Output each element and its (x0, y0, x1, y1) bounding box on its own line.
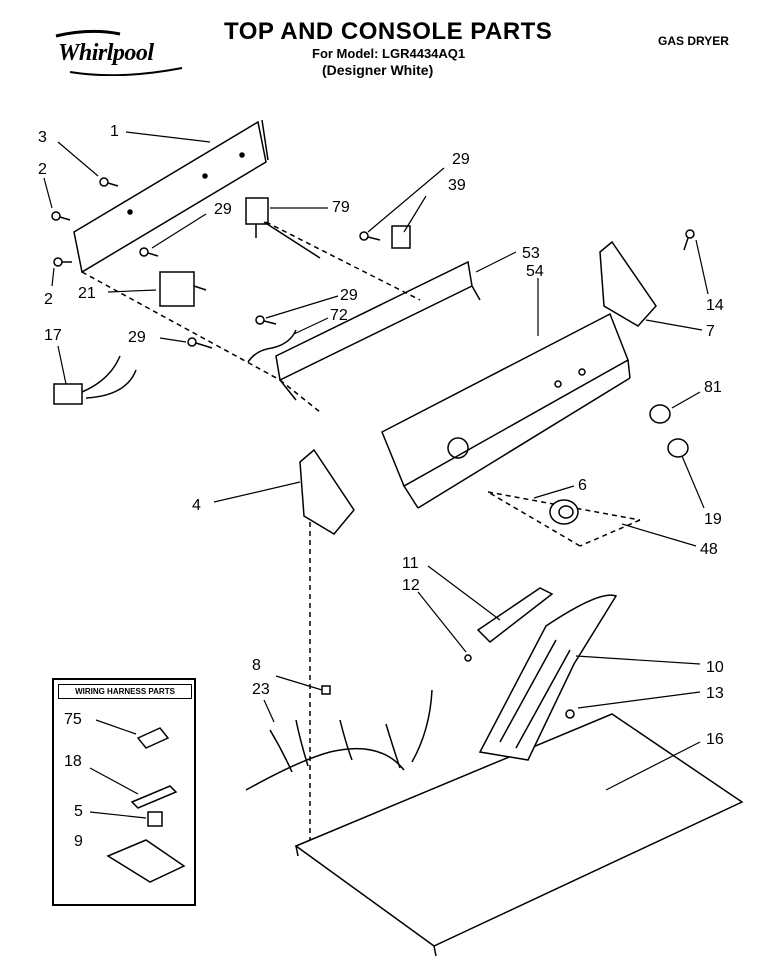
part-6-knob[interactable] (549, 499, 579, 525)
callout-39: 39 (448, 177, 466, 194)
callout-48: 48 (700, 541, 718, 558)
callout-81: 81 (704, 379, 722, 396)
screw-part-29c[interactable] (255, 315, 277, 325)
callout-6: 6 (578, 477, 587, 494)
part-81-knob[interactable] (649, 404, 671, 424)
callout-29d: 29 (128, 329, 146, 346)
part-48-console[interactable] (381, 312, 631, 509)
part-17-connector[interactable] (53, 355, 137, 405)
screw-part-2b[interactable] (53, 257, 72, 267)
callout-12: 12 (402, 577, 420, 594)
product-type: GAS DRYER (658, 34, 729, 48)
callout-3: 3 (38, 129, 47, 146)
callout-54: 54 (526, 263, 544, 280)
callout-11: 11 (402, 555, 419, 572)
part-79-switch[interactable] (245, 197, 321, 259)
callout-10: 10 (706, 659, 724, 676)
model-number: For Model: LGR4434AQ1 (312, 46, 466, 61)
part-control-panel[interactable] (73, 119, 269, 274)
wiring-harness-title: WIRING HARNESS PARTS (58, 684, 192, 699)
part-12-screw[interactable] (464, 654, 472, 662)
callout-9: 9 (74, 833, 83, 850)
callout-1: 1 (110, 123, 119, 140)
callout-29b: 29 (452, 151, 470, 168)
callout-72: 72 (330, 307, 348, 324)
part-39[interactable] (391, 225, 411, 249)
screw-part-2a[interactable] (51, 211, 71, 221)
whirlpool-logo (50, 28, 190, 77)
callout-13: 13 (706, 685, 724, 702)
callout-14: 14 (706, 297, 724, 314)
callout-5: 5 (74, 803, 83, 820)
callout-29c: 29 (340, 287, 358, 304)
screw-part-29d[interactable] (187, 337, 213, 349)
callout-18: 18 (64, 753, 82, 770)
part-18-terminal[interactable] (130, 785, 178, 809)
part-11-filter[interactable] (476, 587, 554, 643)
callout-8: 8 (252, 657, 261, 674)
part-19-knob[interactable] (667, 438, 689, 458)
callout-4: 4 (192, 497, 201, 514)
callout-2a: 2 (38, 161, 47, 178)
logo-swoosh-icon (55, 29, 183, 77)
brand-name: Whirlpool (58, 40, 154, 66)
callout-2b: 2 (44, 291, 53, 308)
part-16-top[interactable] (294, 713, 744, 957)
part-8-clip[interactable] (321, 685, 331, 695)
callout-23: 23 (252, 681, 270, 698)
screw-part-14[interactable] (683, 229, 695, 251)
callout-79: 79 (332, 199, 350, 216)
part-72-harness[interactable] (247, 329, 297, 363)
page-title: TOP AND CONSOLE PARTS (224, 18, 553, 45)
screw-part-13[interactable] (565, 709, 575, 719)
callout-7: 7 (706, 323, 715, 340)
part-23-harness[interactable] (245, 689, 433, 791)
wiring-harness-panel (52, 678, 196, 906)
model-variant: (Designer White) (322, 62, 434, 78)
callout-17: 17 (44, 327, 62, 344)
part-4-endcap[interactable] (299, 448, 355, 535)
part-7-endcap[interactable] (599, 240, 657, 327)
part-5-connector[interactable] (147, 811, 163, 827)
part-21-timer[interactable] (159, 271, 207, 307)
screw-part-29b[interactable] (359, 231, 381, 241)
callout-75: 75 (64, 711, 82, 728)
callout-21: 21 (78, 285, 96, 302)
callout-29a: 29 (214, 201, 232, 218)
screw-part-3[interactable] (99, 177, 119, 187)
leader-lines (43, 131, 709, 819)
part-75-connector[interactable] (136, 727, 170, 749)
part-9-connector[interactable] (106, 839, 186, 883)
callout-19: 19 (704, 511, 722, 528)
part-53-bracket[interactable] (275, 260, 481, 401)
part-10-duct[interactable] (478, 594, 618, 761)
screw-part-29a[interactable] (139, 247, 159, 257)
callout-53: 53 (522, 245, 540, 262)
callout-16: 16 (706, 731, 724, 748)
